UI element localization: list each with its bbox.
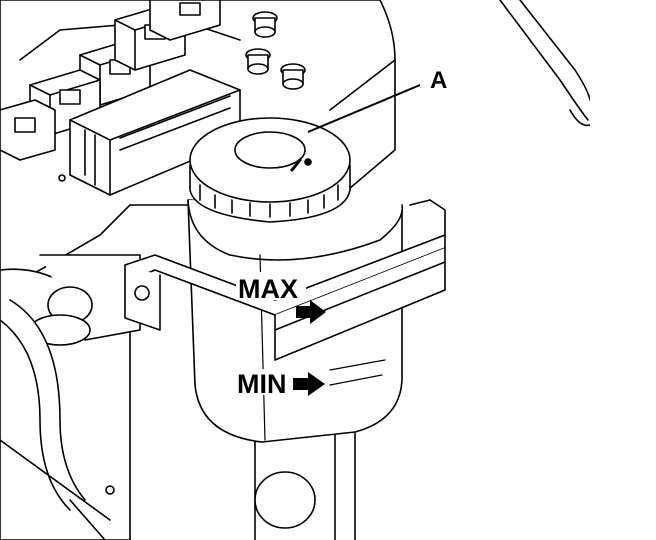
reservoir-cap	[189, 117, 351, 223]
pipe-fitting	[252, 11, 278, 38]
relay-block	[0, 99, 56, 161]
pipe-fitting	[245, 48, 271, 75]
callout-a: A	[307, 67, 447, 133]
relay-block	[149, 0, 221, 41]
pipe-fitting	[280, 63, 306, 90]
lower-machinery	[0, 254, 141, 540]
mount-column	[254, 419, 356, 540]
max-arrow-icon	[296, 300, 326, 324]
max-label: MAX	[238, 274, 298, 304]
min-label: MIN	[237, 369, 287, 399]
hose-fragment	[499, 0, 590, 127]
callout-a-leader	[307, 84, 421, 133]
min-indicator: MIN	[236, 369, 325, 399]
min-arrow-icon	[293, 372, 325, 396]
max-indicator: MAX	[236, 272, 326, 324]
callout-a-label: A	[430, 67, 447, 94]
